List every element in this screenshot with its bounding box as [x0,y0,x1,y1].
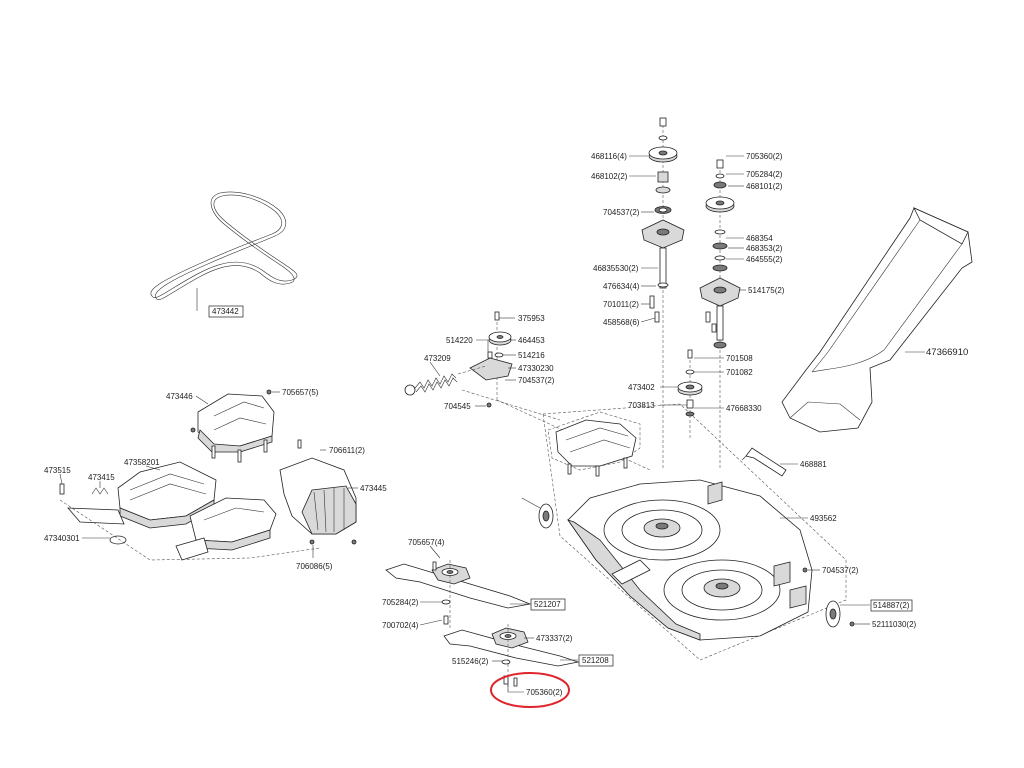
label-468881: 468881 [800,460,827,469]
label-705657-a: 705657(5) [282,388,319,397]
label-458568: 458568(6) [603,318,640,327]
label-476634: 476634(4) [603,282,640,291]
label-521208: 521208 [582,656,609,665]
label-493562: 493562 [810,514,837,523]
label-473337: 473337(2) [536,634,573,643]
tensioner-arm-assembly [404,311,513,408]
label-468101: 468101(2) [746,182,783,191]
label-47330230: 47330230 [518,364,554,373]
inset-cover-sketch [555,419,637,477]
label-468353: 468353(2) [746,244,783,253]
label-514216: 514216 [518,351,545,360]
label-473446: 473446 [166,392,193,401]
label-47358201: 47358201 [124,458,160,467]
label-701011: 701011(2) [603,300,639,309]
label-704545: 704545 [444,402,471,411]
label-706611: 706611(2) [329,446,365,455]
deck-wheel-left [521,497,554,529]
label-704537-c: 704537(2) [822,566,859,575]
tension-spring [404,373,458,396]
label-473515: 473515 [44,466,71,475]
label-705284-a: 705284(2) [746,170,783,179]
highlight-ellipse [490,672,570,708]
label-706086: 706086(5) [296,562,333,571]
label-468354: 468354 [746,234,773,243]
label-700702: 700702(4) [382,621,419,630]
label-705284-b: 705284(2) [382,598,419,607]
label-468102: 468102(2) [591,172,628,181]
label-473442: 473442 [212,307,239,316]
label-473402: 473402 [628,383,655,392]
label-705360-b: 705360(2) [526,688,563,697]
label-464555: 464555(2) [746,255,783,264]
label-473445: 473445 [360,484,387,493]
right-spindle-assembly [699,159,741,470]
label-47366910: 47366910 [926,347,968,358]
label-514220: 514220 [446,336,473,345]
mulch-cover-473445 [279,439,357,545]
label-521207: 521207 [534,600,561,609]
idler-pulley-assembly [677,349,703,440]
label-473209: 473209 [424,354,451,363]
label-704537-b: 704537(2) [518,376,555,385]
label-705657-b: 705657(4) [408,538,445,547]
label-514887: 514887(2) [873,601,910,610]
label-703813: 703813 [628,401,655,410]
label-46835530: 46835530(2) [593,264,639,273]
deck-wheel-right [825,600,855,628]
lower-blade-assembly [443,624,580,690]
label-514175: 514175(2) [748,286,785,295]
label-704537-a: 704537(2) [603,208,640,217]
drive-belt [150,191,298,300]
label-515246: 515246(2) [452,657,489,666]
label-47340301: 47340301 [44,534,80,543]
height-lever [741,447,787,477]
label-464453: 464453 [518,336,545,345]
label-701508: 701508 [726,354,753,363]
discharge-chute [781,207,973,433]
label-375953: 375953 [518,314,545,323]
label-47668330: 47668330 [726,404,762,413]
side-shield-assembly [59,461,321,561]
label-52111030: 52111030(2) [872,620,917,629]
upper-cover-473446 [190,389,275,463]
mower-deck [542,403,847,661]
label-705360-a: 705360(2) [746,152,783,161]
label-468116: 468116(4) [591,152,627,161]
left-spindle-assembly [641,117,685,470]
label-701082: 701082 [726,368,753,377]
upper-blade-assembly [385,560,532,630]
label-473415: 473415 [88,473,115,482]
